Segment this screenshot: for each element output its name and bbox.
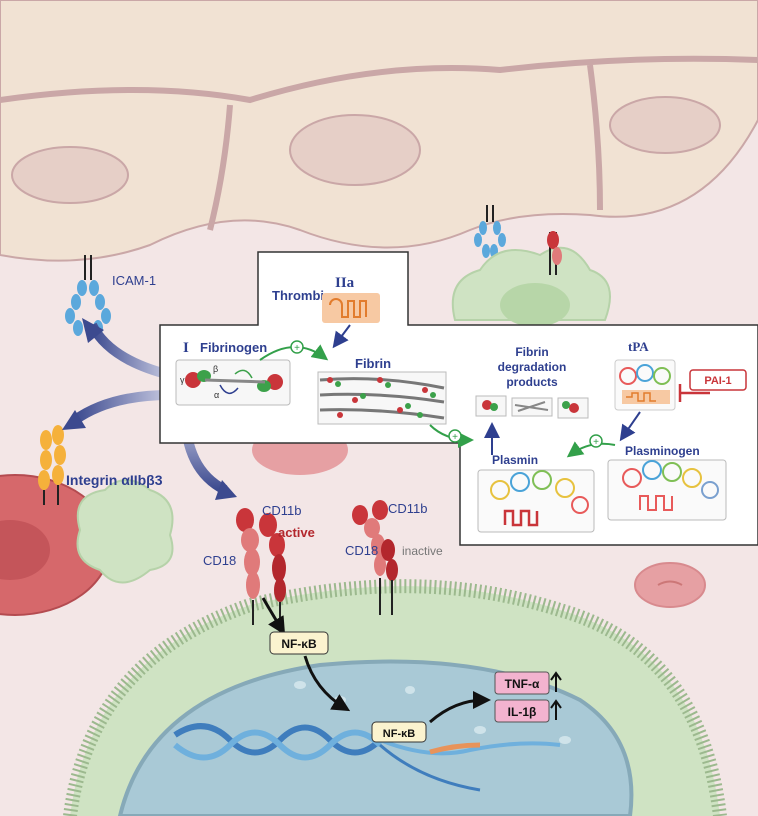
cd11b-to-nfkb-arrow xyxy=(261,597,286,636)
icam1-receptor xyxy=(65,255,111,336)
endothelial-nucleus xyxy=(289,114,421,186)
il1b-label: IL-1β xyxy=(508,705,537,719)
alpha-chain-label: α xyxy=(214,390,219,400)
arrowhead-integrin xyxy=(62,410,86,430)
fibrinogen-label: Fibrinogen xyxy=(200,340,267,355)
thrombin-icon xyxy=(322,293,380,323)
fdp-label-line1: Fibrin xyxy=(515,345,548,359)
arrow-fibrinogen-to-integrin xyxy=(72,390,171,425)
pai1-label: PAI-1 xyxy=(704,375,731,387)
leukocyte-cell-left xyxy=(76,479,174,584)
leukocyte-nucleus-top xyxy=(500,283,570,327)
dna-helix xyxy=(173,723,561,792)
arrow-up-icon xyxy=(550,671,562,692)
il1b-box xyxy=(494,699,550,723)
nfkb-cytoplasm-label: NF-κB xyxy=(281,637,317,651)
tpa-icon xyxy=(614,359,676,411)
fdp-icons xyxy=(475,395,589,419)
cd18-active-label: CD18 xyxy=(203,553,236,568)
nfkb-nucleus-label: NF-κB xyxy=(383,728,415,740)
nfkb-cytoplasm-box xyxy=(269,631,329,655)
active-label: active xyxy=(278,525,315,540)
fdp-label-line2: degradation xyxy=(498,360,567,374)
tnf-box xyxy=(494,671,550,695)
fibrinogen-icon xyxy=(175,359,291,406)
cd11b-cd18-active-receptor xyxy=(236,508,286,625)
gamma-chain-label: γ xyxy=(180,375,185,385)
plasminogen-label: Plasminogen xyxy=(625,444,700,458)
tpa-label: tPA xyxy=(628,339,649,354)
cd11b-cd18-inactive-receptor xyxy=(352,500,398,615)
plus-sign-text: + xyxy=(294,343,300,354)
fibrin-label: Fibrin xyxy=(355,356,391,371)
tpa-to-plasminogen-arrow xyxy=(619,411,641,442)
icam1-label: ICAM-1 xyxy=(112,273,156,288)
receptor-red-top xyxy=(547,231,562,275)
tnf-label: TNF-α xyxy=(505,677,540,691)
plus-sign-icon xyxy=(448,429,462,443)
cd11b-inactive-label: CD11b xyxy=(388,501,428,516)
inactive-label: inactive xyxy=(402,544,443,558)
fibrinogen-roman: I xyxy=(183,340,189,356)
endothelial-nucleus xyxy=(11,146,129,204)
plus-sign-text: + xyxy=(593,437,599,448)
nfkb-translocation-arrow xyxy=(303,655,351,712)
plus-sign-icon xyxy=(589,434,603,448)
cd18-inactive-label: CD18 xyxy=(345,543,378,558)
nfkb-nucleus-box xyxy=(371,721,427,743)
plasmin-label: Plasmin xyxy=(492,453,538,467)
erythrocyte-right xyxy=(634,562,706,608)
plasmin-icon xyxy=(477,469,595,533)
thrombin-roman: IIa xyxy=(335,275,355,291)
cd11b-active-label: CD11b xyxy=(262,503,302,518)
endothelial-nucleus xyxy=(609,96,721,154)
thrombin-label: Thrombin xyxy=(272,288,332,303)
integrin-label: Integrin αIIbβ3 xyxy=(66,472,163,488)
fibrin-mesh-icon xyxy=(317,371,447,425)
fibrin-to-plasmin-arrow xyxy=(429,424,474,448)
integrin-receptor xyxy=(38,425,66,505)
fdp-label-line3: products xyxy=(506,375,558,389)
plus-sign-icon xyxy=(290,340,304,354)
arrowhead-cd11b xyxy=(215,480,237,500)
pai1-box xyxy=(689,369,747,391)
arrow-up-icon xyxy=(550,699,562,720)
thrombin-arrow xyxy=(332,324,351,349)
nfkb-to-cytokines-arrow xyxy=(429,691,491,724)
plus-sign-text: + xyxy=(452,432,458,443)
arrowhead-icam1 xyxy=(82,318,104,343)
plasminogen-icon xyxy=(607,459,727,521)
endothelium xyxy=(0,0,758,262)
beta-chain-label: β xyxy=(213,364,218,374)
